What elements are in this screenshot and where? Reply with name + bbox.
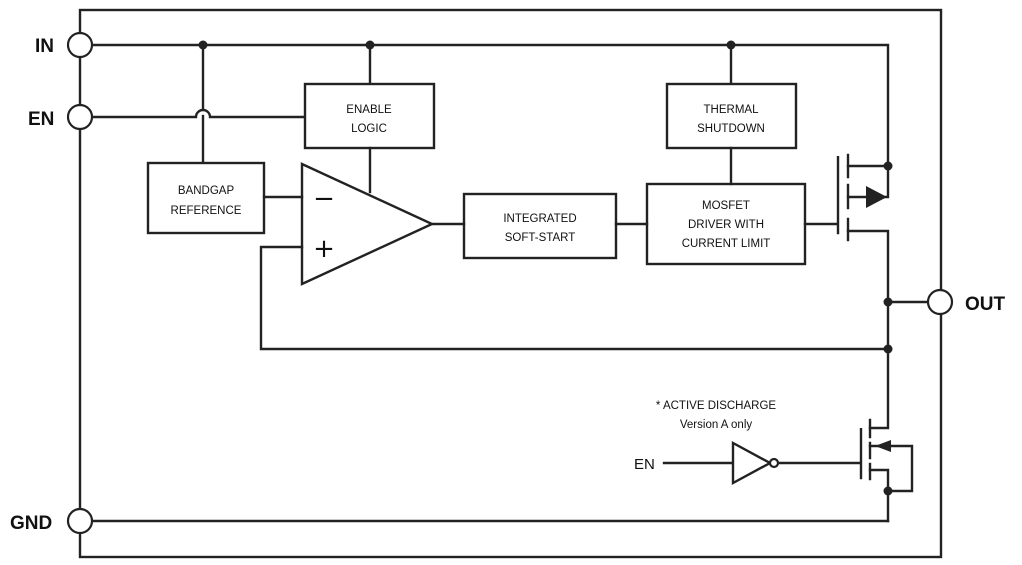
inverter [731, 440, 773, 486]
junction-dot [883, 486, 893, 496]
junction-dot [883, 297, 893, 307]
junction-dot [726, 40, 736, 50]
amp-minus-sign: − [313, 184, 335, 214]
gnd-pin-label: GND [10, 513, 52, 534]
mosfet-driver-label: MOSFET [702, 200, 750, 212]
in-rail-wire [90, 43, 890, 168]
junction-dot [883, 161, 893, 171]
discharge-note: * ACTIVE DISCHARGE [656, 400, 776, 412]
thermal-shutdown-label: SHUTDOWN [697, 123, 765, 135]
gnd-pin [66, 507, 94, 535]
discharge-en-label: EN [634, 456, 655, 473]
discharge-drain-wire [868, 347, 890, 430]
bandgap-reference-block [146, 161, 266, 235]
mosfet-driver-block [645, 182, 807, 266]
in-pin [66, 31, 94, 59]
en-pin-label: EN [28, 109, 54, 130]
discharge-note: Version A only [680, 419, 752, 431]
mosfet-driver-label: DRIVER WITH [688, 219, 764, 231]
thermal-shutdown-block [665, 82, 798, 150]
amp-plus-sign: + [313, 234, 335, 264]
en-pin [66, 103, 94, 131]
junction-dot [198, 40, 208, 50]
driver-to-gate-wire [803, 156, 840, 235]
junction-dot [365, 40, 375, 50]
discharge-body-wire [868, 444, 914, 493]
discharge-gate-wire [777, 428, 863, 480]
enable-logic-label: LOGIC [351, 123, 387, 135]
soft-start-block [462, 192, 618, 260]
out-pin-label: OUT [965, 294, 1006, 315]
chip-outline [78, 8, 943, 559]
mosfet-driver-label: CURRENT LIMIT [682, 238, 771, 250]
feedback-wire [259, 245, 890, 351]
bandgap-reference-label: BANDGAP [178, 185, 235, 197]
out-pin [926, 288, 954, 316]
en-input-wire [90, 108, 307, 119]
enable-logic-block [303, 82, 436, 150]
pass-mosfet-source-wire [846, 229, 890, 352]
thermal-shutdown-label: THERMAL [704, 104, 760, 116]
enable-logic-label: ENABLE [346, 104, 392, 116]
soft-start-label: INTEGRATED [503, 213, 576, 225]
error-amplifier [300, 162, 435, 286]
inverter-bubble [768, 457, 780, 469]
junction-dot [883, 344, 893, 354]
discharge-source-wire [868, 468, 890, 523]
in-pin-label: IN [35, 36, 54, 57]
pass-mosfet-body-wire [846, 164, 890, 199]
soft-start-label: SOFT-START [505, 232, 576, 244]
discharge-mosfet-arrow [875, 440, 891, 452]
bandgap-reference-label: REFERENCE [171, 205, 242, 217]
pass-mosfet-arrow [866, 186, 887, 208]
